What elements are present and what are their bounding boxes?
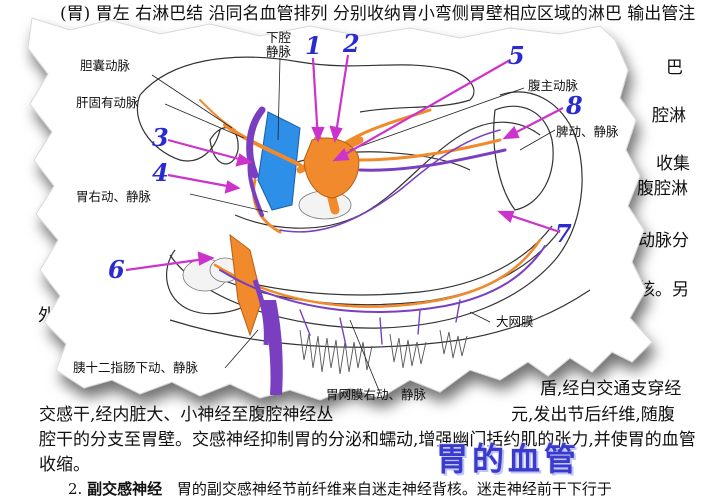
marker-2: 2	[343, 29, 360, 58]
leader-lines	[151, 57, 556, 394]
spleen-outline	[493, 105, 554, 211]
bg-bottom-2: 交感干,经内脏大、小神经至腹腔神经丛	[39, 405, 334, 425]
arrow-6	[125, 256, 213, 272]
arrow-5	[334, 59, 511, 161]
marker-7: 7	[555, 219, 572, 248]
colon-outline	[169, 289, 591, 348]
label-greater-omentum: 大网膜	[496, 314, 534, 329]
stomach-lesser-curve	[234, 121, 541, 229]
hepatic-artery	[223, 123, 302, 167]
liver-outline	[139, 56, 475, 113]
marker-8: 8	[566, 91, 583, 120]
right-gastric-vein	[247, 158, 264, 217]
pointer-arrows	[125, 54, 564, 272]
bg-bottom-1r: 盾,经白交通支穿经	[540, 379, 682, 399]
bg-right-5: 动脉分	[638, 231, 689, 251]
label-right-gastric: 胃右动、静脉	[76, 189, 152, 204]
omental-branches	[299, 299, 461, 347]
splenic-vein	[358, 148, 507, 172]
inferior-vena-cava	[257, 111, 301, 211]
gallbladder-outline	[209, 127, 239, 165]
bg-right-2: 腔淋	[652, 106, 686, 126]
label-celiac-trunk: 腹主动脉	[528, 78, 579, 93]
bg-right-4: 腹腔淋	[637, 179, 688, 199]
marker-4: 4	[152, 158, 169, 187]
bg-right-6: 核。另	[638, 280, 689, 300]
bg-top-line: (胃) 胃左 右淋巴结 沿同名血管排列 分别收纳胃小弯侧胃壁相应区域的淋巴 输出…	[60, 4, 696, 24]
greater-omentum	[299, 329, 468, 375]
label-right-gastroepiploic: 胃网膜右动、静脉	[326, 387, 427, 402]
portal-vein	[246, 106, 266, 179]
marker-1: 1	[305, 31, 322, 60]
left-liver-lobe	[136, 94, 221, 162]
arrow-1	[311, 57, 320, 141]
gastroepiploic-vein	[219, 245, 546, 313]
pancreaticoduodenal-vessels	[252, 279, 269, 346]
lesser-curve-veins	[279, 129, 501, 233]
section-text: 胃的副交感神经节前纤维来自迷走神经背核。迷走神经前干下行于	[176, 480, 612, 498]
veins	[219, 106, 546, 347]
label-ivc-bottom: 静脉	[266, 44, 292, 59]
section-heading: 2. 副交感神经 胃的副交感神经节前纤维来自迷走神经背核。迷走神经前干下行于	[68, 478, 612, 499]
bg-bottom-4: 收缩。	[39, 455, 90, 475]
label-proper-hepatic-artery: 肝固有动脉	[76, 95, 139, 110]
marker-5: 5	[508, 41, 525, 70]
duodenum-outline	[166, 249, 256, 315]
marker-3: 3	[152, 123, 169, 152]
section-number: 2.	[68, 480, 83, 498]
arrow-3	[167, 138, 251, 164]
label-splenic: 脾动、静脉	[556, 124, 619, 139]
bg-right-3: 收集	[656, 154, 690, 174]
bg-right-1: 巴	[666, 58, 683, 78]
gastroepiploic-artery	[213, 238, 542, 308]
label-ivc-top: 下腔	[266, 30, 292, 45]
label-cystic-artery: 胆囊动脉	[80, 58, 131, 73]
label-pancreaticoduodenal: 胰十二指肠下动、静脉	[73, 360, 199, 375]
marker-6: 6	[108, 255, 125, 284]
bg-bottom-2r: 元,发出节后纤维,随腹	[511, 405, 675, 425]
arrow-2	[333, 54, 350, 141]
splenic-artery	[358, 138, 502, 162]
figure-caption: 胃的血管	[436, 440, 581, 478]
section-title: 副交感神经	[87, 480, 163, 498]
bg-bottom-3: 腔干的分支至胃壁。交感神经抑制胃的分泌和蠕动,增强幽门括约肌的张力,并使胃的血管	[39, 430, 696, 450]
